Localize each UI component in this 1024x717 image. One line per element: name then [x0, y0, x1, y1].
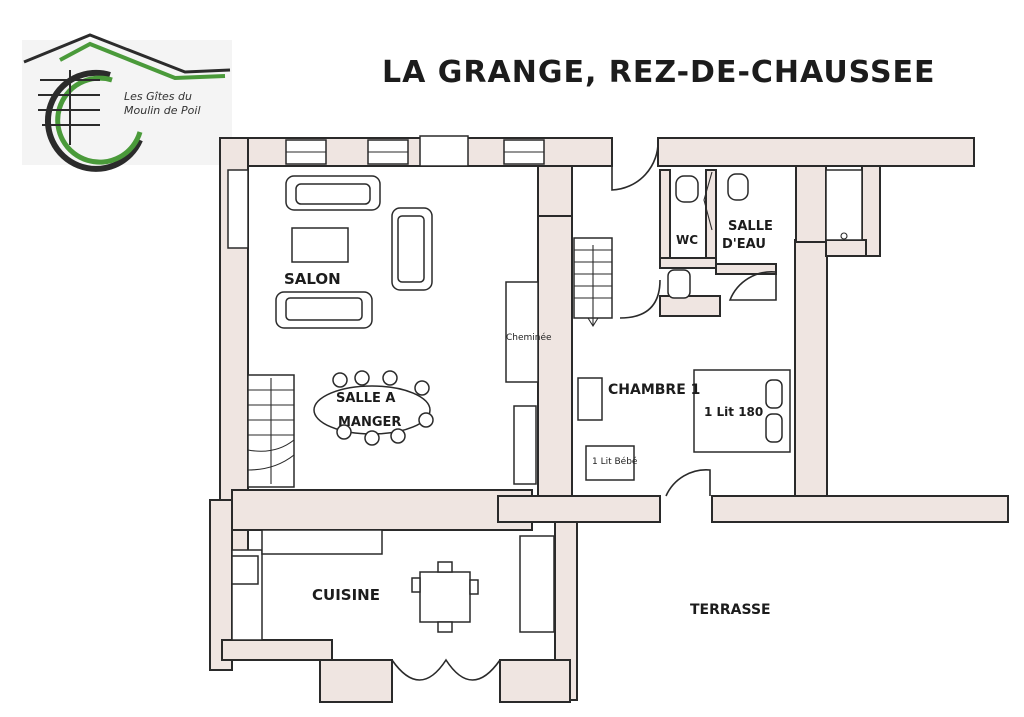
- chambre-furniture: [577, 369, 791, 481]
- kitchen-french-door: [391, 658, 501, 700]
- fireplace: [505, 281, 539, 383]
- logo-roof-green: [59, 41, 226, 81]
- wall-living-kitchen: [231, 489, 533, 531]
- label-salon: SALON: [284, 270, 341, 288]
- logo: Les Gîtes du Moulin de Poil: [22, 33, 232, 172]
- wall-sde-right: [795, 165, 827, 243]
- logo-mill-wheel: [44, 69, 143, 172]
- wall-sde-bottom: [715, 263, 777, 275]
- logo-text-line2: Moulin de Poil: [124, 104, 201, 117]
- logo-mill-wheel-green: [55, 75, 143, 165]
- sde-toilet: [727, 173, 749, 201]
- wall-kitchen-bottom-b: [499, 659, 571, 703]
- shower: [825, 169, 863, 241]
- salon-furniture: [275, 175, 539, 485]
- label-lit-180: 1 Lit 180: [704, 405, 763, 419]
- label-cheminee: Cheminée: [506, 332, 552, 343]
- kitchen-furniture: [231, 529, 555, 641]
- doors: [391, 139, 777, 700]
- room-labels: SALON SALLE A MANGER Cheminée WC SALLE D…: [284, 219, 773, 618]
- sink: [667, 269, 691, 299]
- chambre-cabinet: [577, 377, 603, 421]
- label-cuisine: CUISINE: [312, 586, 380, 604]
- wall-wc-right: [705, 169, 717, 267]
- label-terrasse: TERRASSE: [690, 602, 771, 618]
- wall-top-left: [219, 137, 613, 167]
- wall-shower-bottom: [825, 239, 867, 257]
- baby-bed: [585, 445, 635, 481]
- label-salle-a-manger-1: SALLE A: [336, 391, 395, 406]
- wall-middle: [537, 165, 573, 497]
- kitchen-counter-top: [261, 529, 383, 555]
- plan-title: LA GRANGE, REZ-DE-CHAUSSEE: [382, 55, 936, 90]
- stairs-chambre: [573, 237, 613, 328]
- stairs-salon: [247, 374, 295, 488]
- label-lit-bebe: 1 Lit Bébé: [592, 456, 638, 467]
- windows: [227, 135, 545, 249]
- kitchen-table: [419, 571, 471, 623]
- wc-toilet: [675, 175, 699, 203]
- kitchen-cabinet-right: [519, 535, 555, 633]
- sde-door: [728, 271, 777, 301]
- label-salle-a-manger-2: MANGER: [338, 415, 401, 430]
- wall-chambre-bottom-right: [711, 495, 1009, 523]
- wall-middle-top: [537, 165, 573, 217]
- label-salle-eau-1: SALLE: [728, 219, 773, 234]
- wall-kitchen-bottom-a: [319, 659, 393, 703]
- chambre-door-stair: [619, 279, 661, 319]
- label-chambre: CHAMBRE 1: [608, 382, 700, 398]
- entrance-door: [611, 139, 659, 191]
- logo-text-line1: Les Gîtes du: [124, 90, 192, 103]
- wall-top-right: [657, 137, 975, 167]
- sideboard: [513, 405, 537, 485]
- coffee-table: [291, 227, 349, 263]
- label-wc: WC: [676, 233, 698, 247]
- wall-right-chambre: [794, 239, 828, 521]
- wall-wc-bottom: [659, 257, 717, 269]
- wall-wc-left: [659, 169, 671, 261]
- wall-kitchen-bottom-left: [221, 639, 333, 661]
- label-salle-eau-2: D'EAU: [722, 237, 766, 252]
- bathroom-fixtures: [667, 169, 863, 299]
- wall-sde-lower: [659, 295, 721, 317]
- logo-roof: [23, 33, 231, 74]
- wall-chambre-bottom-left: [497, 495, 661, 523]
- chambre-door: [665, 469, 711, 497]
